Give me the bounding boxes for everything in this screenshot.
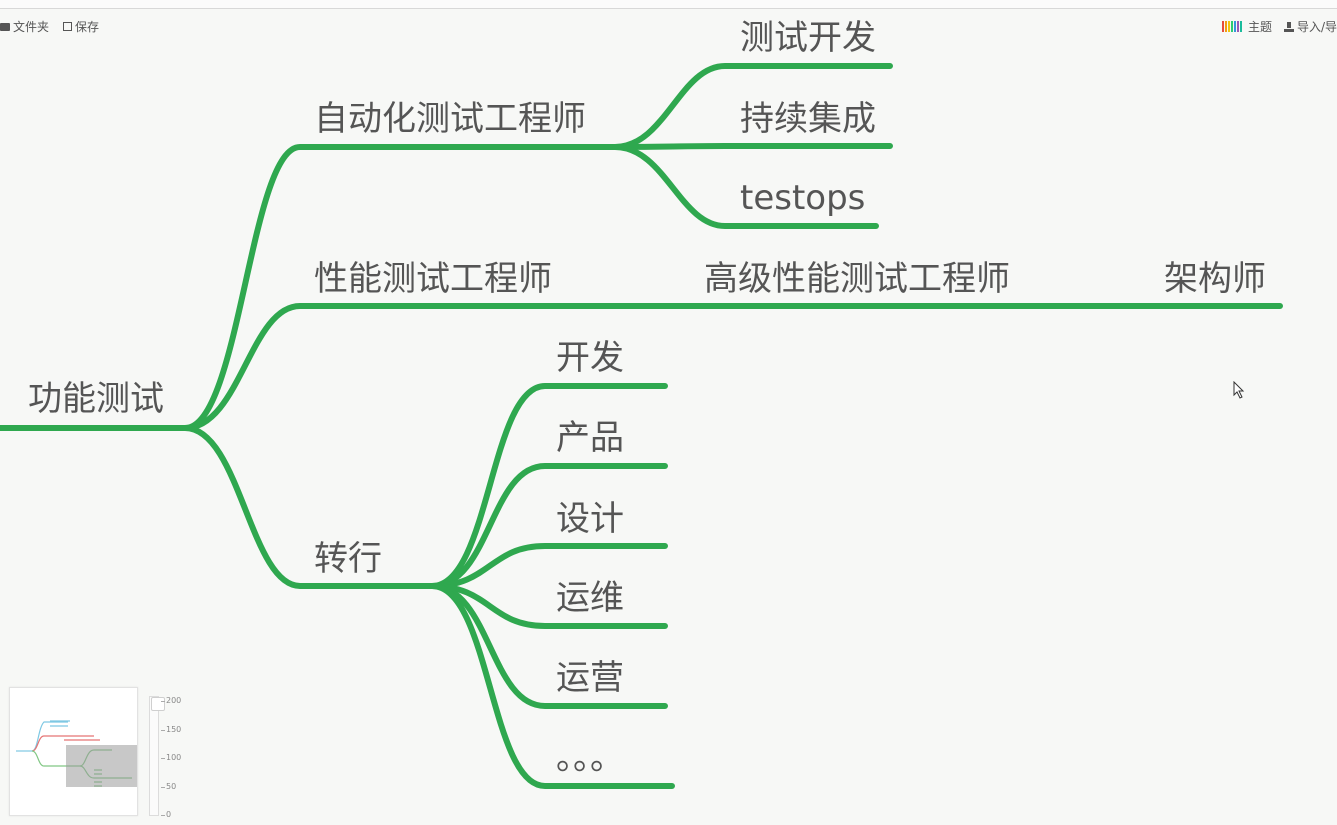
node-automation-child-0[interactable]: 测试开发 — [740, 18, 876, 58]
folder-icon — [0, 22, 10, 31]
transition-child-line-1 — [429, 463, 668, 589]
minimap[interactable] — [9, 687, 138, 816]
zoom-tick-150: 150 — [160, 725, 182, 734]
theme-palette-icon — [1221, 21, 1243, 32]
zoom-handle[interactable] — [151, 697, 165, 711]
node-transition-child-5[interactable]: 。。。 — [556, 738, 624, 778]
transition-child-line-0 — [429, 383, 668, 589]
node-root[interactable]: 功能测试 — [28, 379, 164, 419]
window-top-bar — [0, 0, 1337, 9]
transition-child-line-4 — [429, 583, 668, 709]
download-icon — [1283, 21, 1294, 32]
mouse-cursor-icon — [1233, 381, 1245, 399]
node-transition[interactable]: 转行 — [314, 539, 382, 579]
transition-child-line-2 — [429, 543, 668, 589]
zoom-tick-0: 0 — [160, 810, 172, 819]
zoom-tick-100: 100 — [160, 753, 182, 762]
save-icon — [63, 22, 73, 31]
import-export-button[interactable]: 导入/导 — [1283, 18, 1337, 35]
zoom-track[interactable] — [149, 696, 165, 816]
zoom-tick-200: 200 — [160, 696, 182, 705]
node-transition-child-4[interactable]: 运营 — [556, 658, 624, 698]
node-automation-engineer[interactable]: 自动化测试工程师 — [314, 99, 586, 139]
zoom-slider[interactable]: 200 150 100 50 0 — [146, 694, 196, 819]
automation-child-line-1 — [612, 143, 893, 150]
node-automation-child-2[interactable]: testops — [740, 178, 865, 218]
toolbar-right: 主题 导入/导 — [1210, 18, 1337, 35]
node-performance-engineer[interactable]: 性能测试工程师 — [314, 259, 552, 299]
node-transition-child-2[interactable]: 设计 — [556, 499, 624, 539]
folder-button[interactable]: 文件夹 — [0, 18, 49, 35]
branch-line-performance — [182, 303, 1283, 431]
import-export-label: 导入/导 — [1296, 20, 1337, 34]
transition-child-line-3 — [429, 583, 668, 629]
minimap-viewport[interactable] — [66, 745, 137, 787]
branch-line-transition — [182, 425, 435, 589]
node-transition-child-3[interactable]: 运维 — [556, 578, 624, 618]
theme-button[interactable]: 主题 — [1221, 18, 1272, 35]
node-architect[interactable]: 架构师 — [1164, 259, 1266, 299]
branch-line-automation — [182, 144, 623, 431]
node-automation-child-1[interactable]: 持续集成 — [740, 99, 876, 139]
toolbar-left: 文件夹 保存 — [0, 18, 113, 35]
zoom-tick-50: 50 — [160, 782, 177, 791]
node-transition-child-1[interactable]: 产品 — [556, 418, 624, 458]
automation-child-line-0 — [612, 63, 893, 150]
automation-child-line-2 — [612, 144, 879, 229]
node-senior-performance-engineer[interactable]: 高级性能测试工程师 — [704, 259, 1010, 299]
transition-child-line-5 — [429, 583, 675, 789]
theme-label: 主题 — [1247, 20, 1272, 34]
folder-label: 文件夹 — [13, 20, 50, 34]
save-button[interactable]: 保存 — [63, 18, 99, 35]
save-label: 保存 — [75, 20, 100, 34]
node-transition-child-0[interactable]: 开发 — [556, 338, 624, 378]
